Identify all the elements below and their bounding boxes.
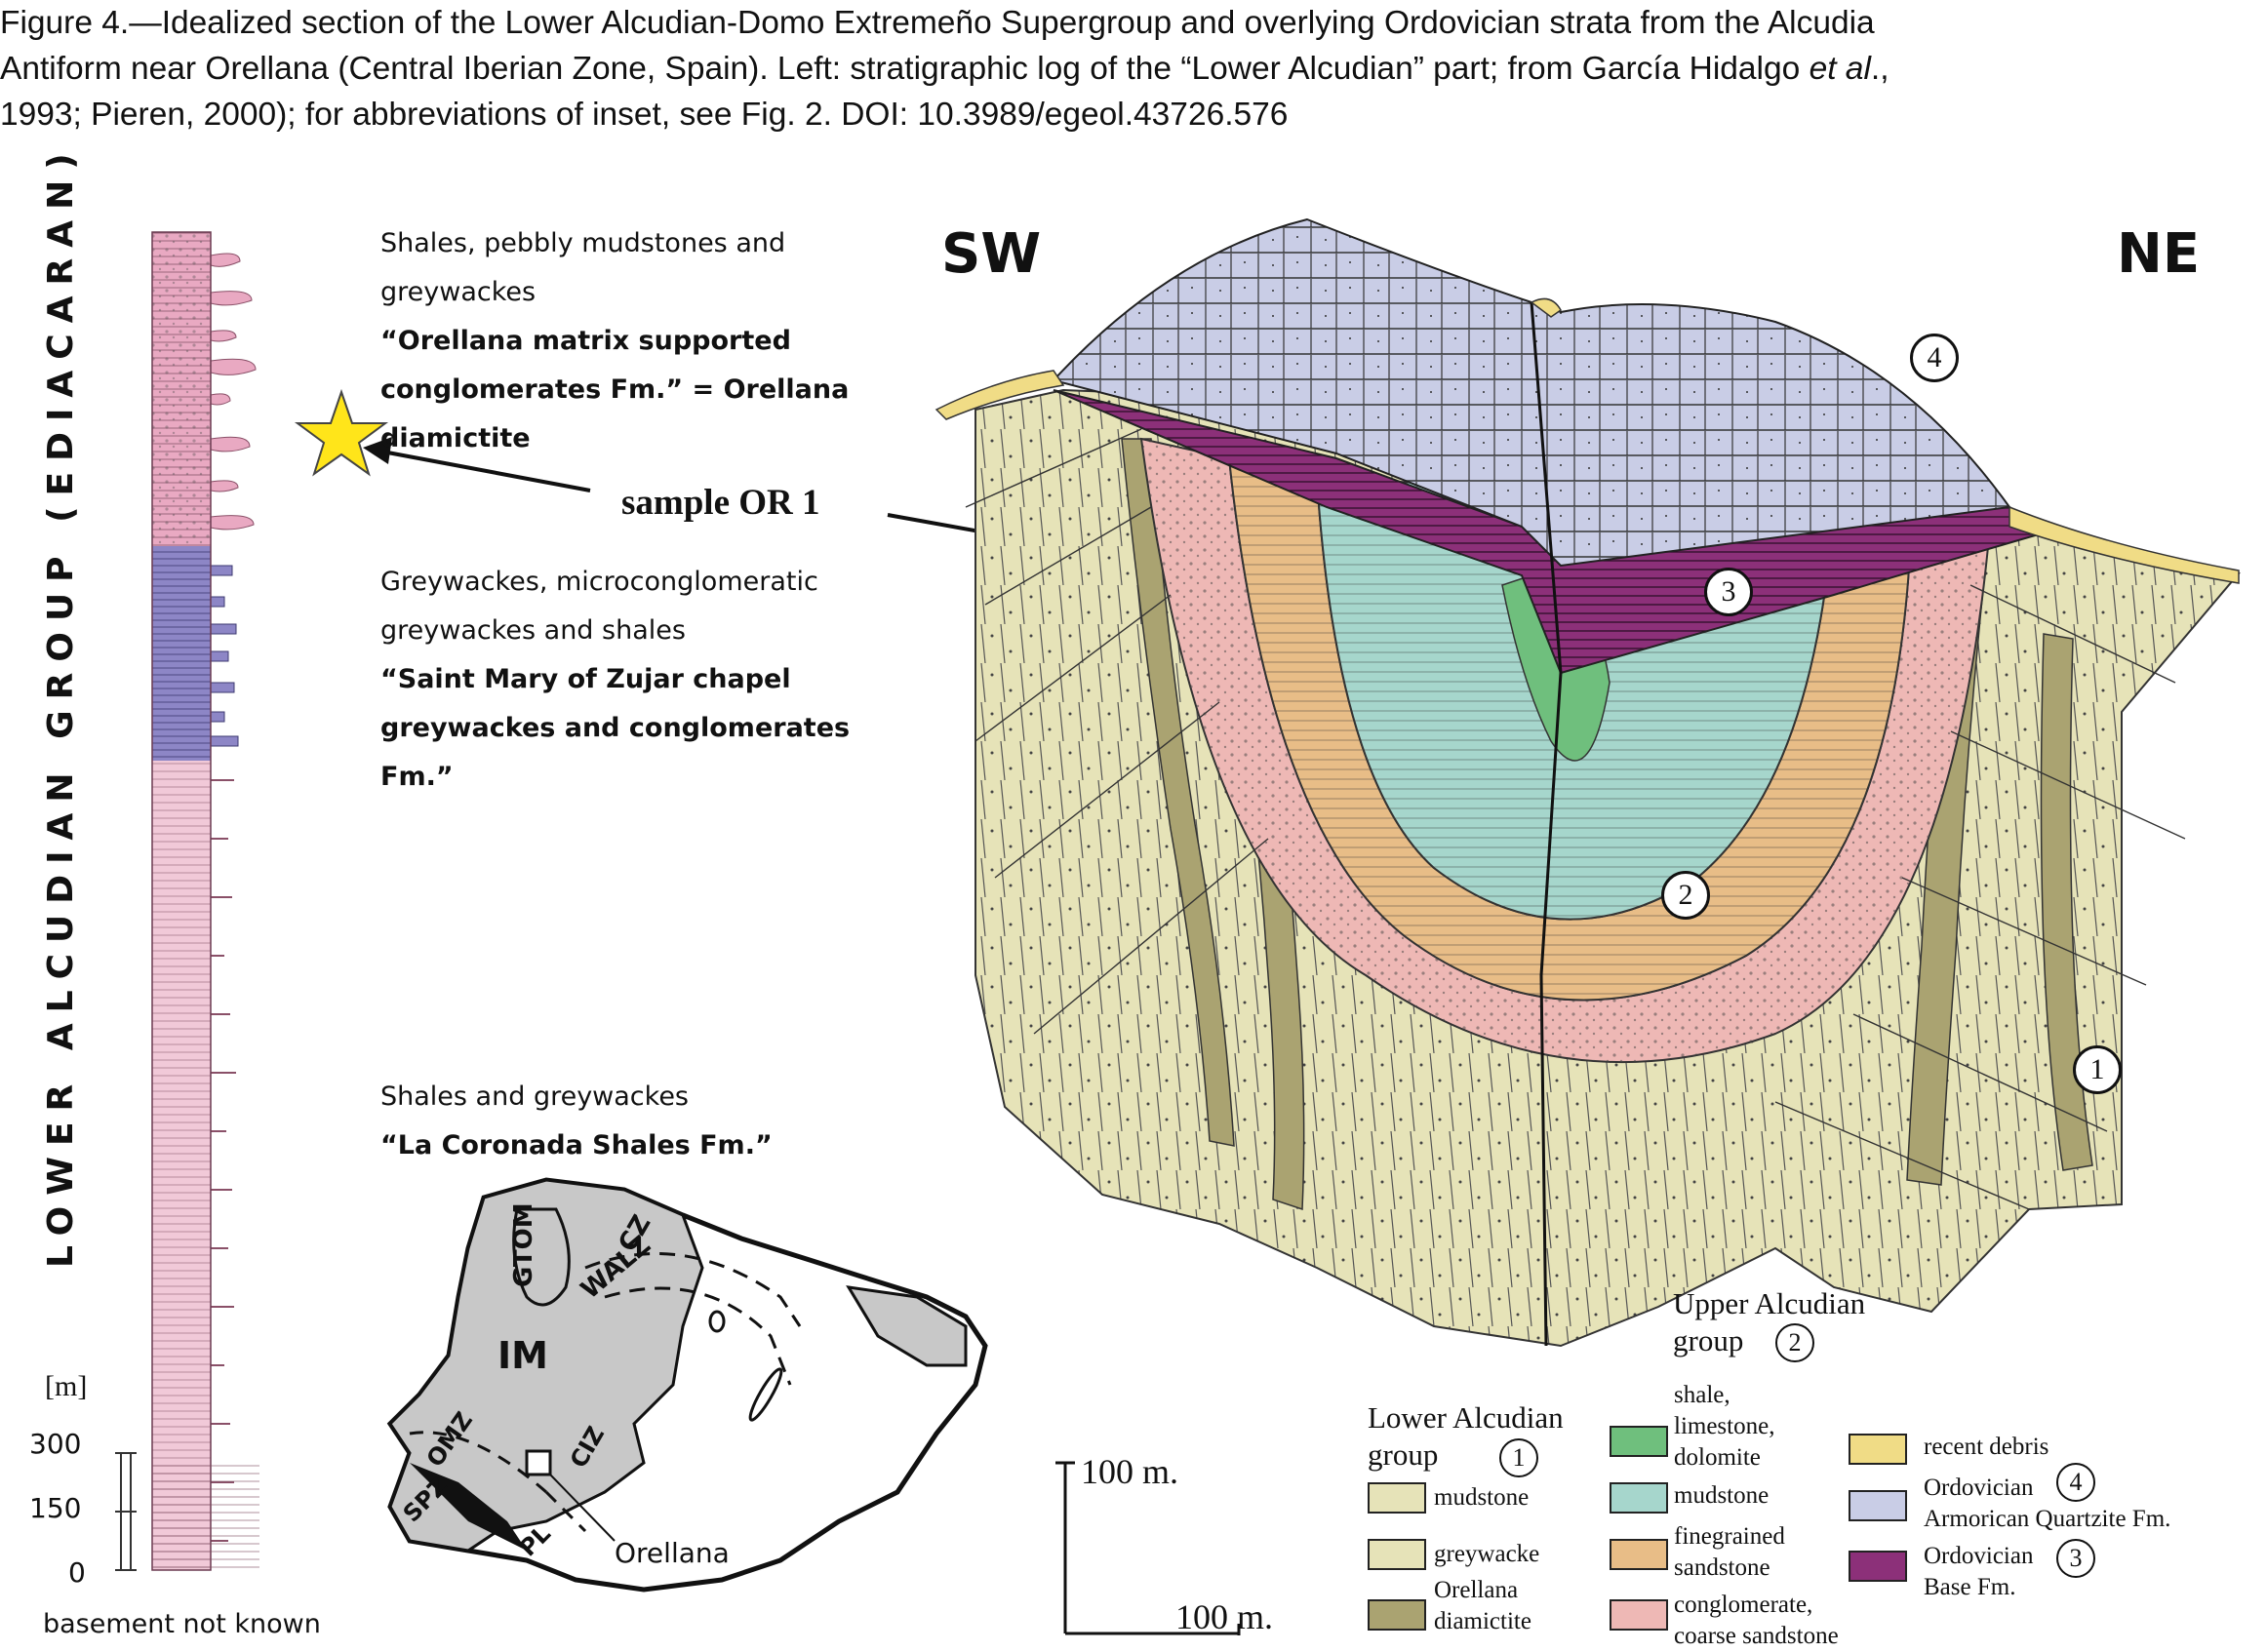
marker-3: 3 [1704, 568, 1753, 616]
legend-swatch-mudstone-2 [1610, 1482, 1668, 1514]
log-scale-tick-150: 150 [29, 1492, 82, 1524]
legend-upper-marker: 2 [1775, 1323, 1814, 1362]
inset-label-im: IM [497, 1334, 548, 1377]
unit-lower-lithology: Shales and greywackes [380, 1082, 689, 1112]
legend-orellana: Orellana diamictite [1434, 1577, 1531, 1634]
log-scale-tick-300: 300 [29, 1428, 82, 1460]
stratigraphic-log [151, 231, 259, 1571]
legend-conglomerate: conglomerate, coarse sandstone [1674, 1592, 1839, 1649]
log-scale-tick-0: 0 [68, 1556, 86, 1589]
unit-upper-name-1: “Orellana matrix supported [380, 326, 791, 356]
sample-label: sample OR 1 [621, 483, 820, 523]
legend-swatch-conglomerate [1610, 1599, 1668, 1631]
unit-lower-description: Shales and greywackes “La Coronada Shale… [380, 1073, 868, 1170]
log-scale-bar [115, 1452, 137, 1571]
unit-lower-name: “La Coronada Shales Fm.” [380, 1130, 773, 1160]
legend-swatch-base [1849, 1551, 1907, 1582]
direction-sw: SW [941, 222, 1042, 286]
unit-upper-lithology: Shales, pebbly mudstones and greywackes [380, 228, 786, 307]
marker-4: 4 [1910, 334, 1959, 382]
marker-2: 2 [1661, 871, 1710, 920]
scale-horizontal-label: 100 m. [1175, 1597, 1274, 1636]
section-scale-bars [1055, 1461, 1241, 1635]
legend-swatch-armorican [1849, 1490, 1907, 1521]
legend-lower-marker: 1 [1499, 1438, 1538, 1477]
caption-emphasis: et al [1809, 51, 1871, 87]
figure-caption: Figure 4.—Idealized section of the Lower… [0, 0, 2267, 138]
caption-line-1: Figure 4.—Idealized section of the Lower… [0, 5, 1875, 41]
inset-label-gtom: GTOM [509, 1202, 538, 1287]
legend-shale: shale, limestone, dolomite [1674, 1382, 1775, 1471]
unit-upper-description: Shales, pebbly mudstones and greywackes … [380, 219, 985, 463]
legend-swatch-shale [1610, 1426, 1668, 1457]
caption-line-2: Antiform near Orellana (Central Iberian … [0, 51, 1889, 87]
inset-city-orellana: Orellana [615, 1537, 730, 1569]
iberia-inset-map [386, 1177, 988, 1593]
legend-base: Ordovician Base Fm. [1924, 1543, 2034, 1600]
marker-1: 1 [2073, 1045, 2122, 1094]
unit-upper-name-2: conglomerates Fm.” = Orellana diamictite [380, 374, 850, 453]
unit-middle-lithology-1: Greywackes, microconglomeratic [380, 567, 818, 597]
legend-greywacke: greywacke [1434, 1541, 1540, 1567]
legend-swatch-greywacke [1368, 1539, 1426, 1570]
legend-debris: recent debris [1924, 1434, 2049, 1460]
legend-mudstone-1: mudstone [1434, 1484, 1530, 1511]
unit-middle-description: Greywackes, microconglomeratic greywacke… [380, 558, 927, 802]
scale-vertical-label: 100 m. [1081, 1452, 1179, 1491]
unit-middle-name-2: greywackes and conglomerates Fm.” [380, 713, 851, 792]
cross-section [935, 217, 2241, 1348]
legend-lower-group-title: Lower Alcudian group [1368, 1400, 1564, 1472]
caption-line-3: 1993; Pieren, 2000); for abbreviations o… [0, 97, 1289, 133]
legend-upper-group-title: Upper Alcudian group [1673, 1286, 1866, 1357]
legend-swatch-mudstone-1 [1368, 1482, 1426, 1514]
sample-star-log [294, 388, 389, 477]
unit-middle-name-1: “Saint Mary of Zujar chapel [380, 664, 791, 694]
legend-armorican: Ordovician Armorican Quartzite Fm. [1924, 1475, 2171, 1532]
direction-ne: NE [2117, 222, 2201, 286]
legend-fine-sandstone: finegrained sandstone [1674, 1523, 1785, 1581]
unit-middle-lithology-2: greywackes and shales [380, 615, 686, 646]
log-basement-label: basement not known [43, 1609, 321, 1639]
log-scale-unit: [m] [45, 1370, 88, 1402]
legend-swatch-debris [1849, 1434, 1907, 1465]
legend-base-marker: 3 [2056, 1539, 2095, 1578]
legend-swatch-fine-sandstone [1610, 1539, 1668, 1570]
legend-mudstone-2: mudstone [1674, 1482, 1770, 1509]
legend-armorican-marker: 4 [2056, 1463, 2095, 1502]
legend-swatch-orellana [1368, 1599, 1426, 1631]
